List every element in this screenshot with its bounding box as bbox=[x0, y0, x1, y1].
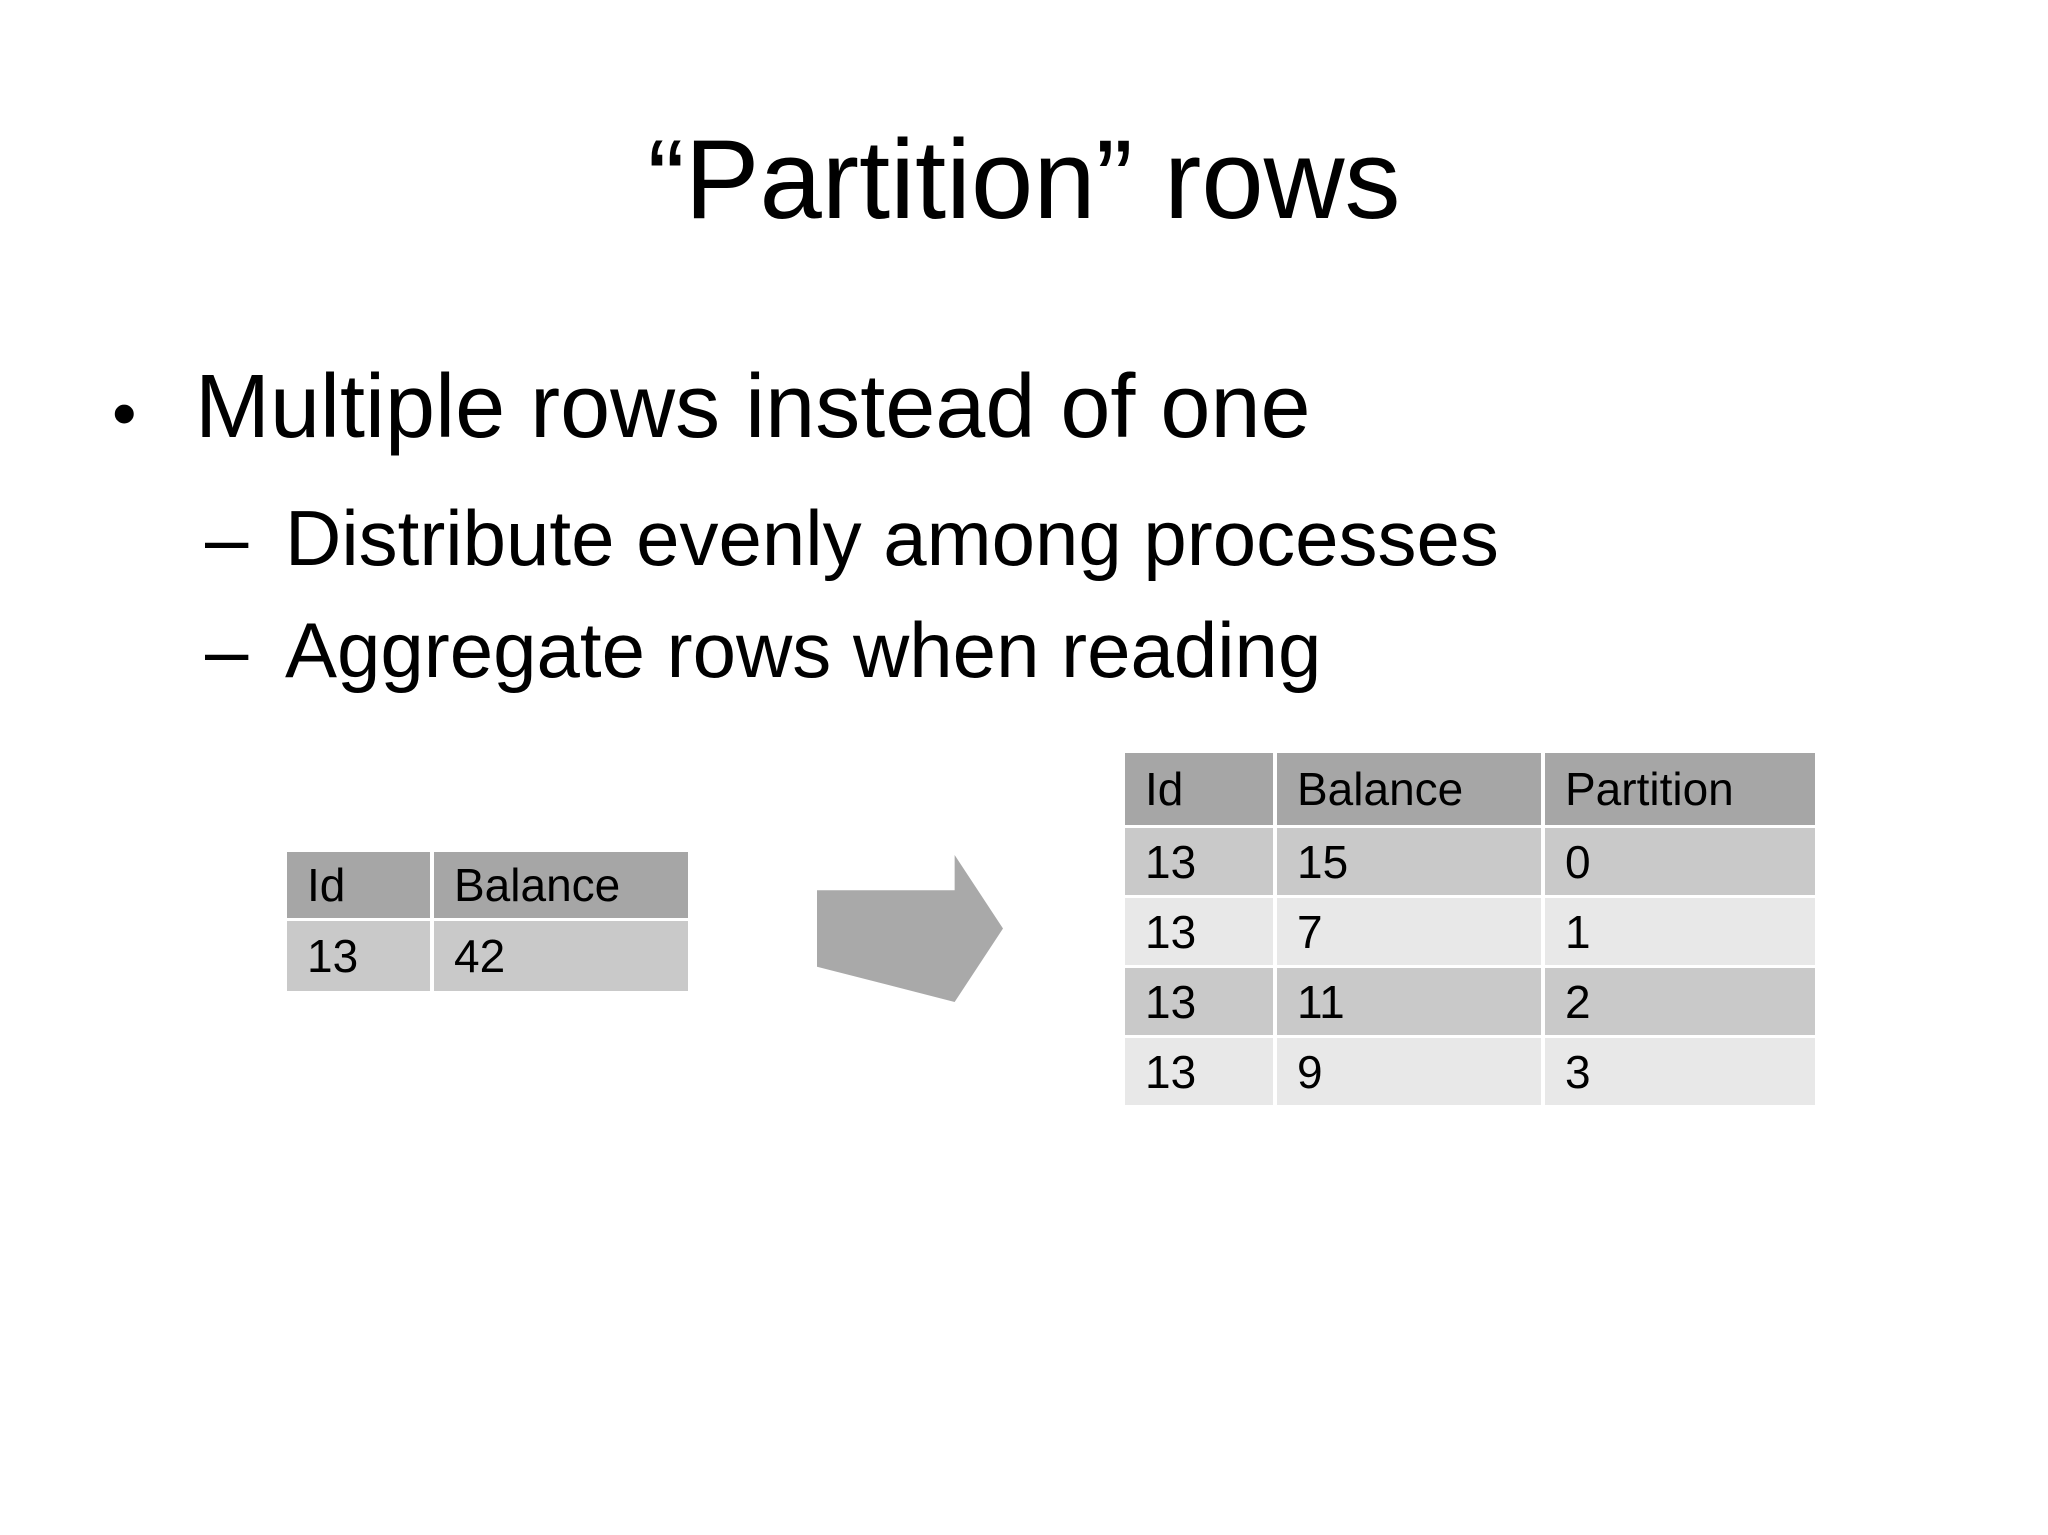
result-table-cell: 2 bbox=[1545, 968, 1815, 1035]
sub-bullet-item: – Distribute evenly among processes bbox=[205, 494, 1499, 582]
dash-bullet-icon: – bbox=[205, 494, 249, 582]
transform-arrow-icon bbox=[817, 855, 1003, 1002]
result-table-cell: 15 bbox=[1277, 828, 1541, 895]
source-table-cell: 42 bbox=[434, 921, 688, 991]
result-table-cell: 13 bbox=[1125, 1038, 1273, 1105]
source-table-header-cell: Id bbox=[287, 852, 430, 918]
sub-bullet-text: Aggregate rows when reading bbox=[285, 606, 1322, 694]
source-table-cell: 13 bbox=[287, 921, 430, 991]
result-table-cell: 7 bbox=[1277, 898, 1541, 965]
bullet-text: Multiple rows instead of one bbox=[195, 357, 1311, 457]
bullet-dot-icon: • bbox=[112, 374, 137, 452]
result-table-cell: 1 bbox=[1545, 898, 1815, 965]
sub-bullet-text: Distribute evenly among processes bbox=[285, 494, 1499, 582]
result-table-header-cell: Balance bbox=[1277, 753, 1541, 825]
result-table-cell: 9 bbox=[1277, 1038, 1541, 1105]
result-table-cell: 11 bbox=[1277, 968, 1541, 1035]
result-table-cell: 3 bbox=[1545, 1038, 1815, 1105]
result-table-header-cell: Partition bbox=[1545, 753, 1815, 825]
result-table-cell: 13 bbox=[1125, 828, 1273, 895]
slide-title: “Partition” rows bbox=[647, 117, 1401, 242]
dash-bullet-icon: – bbox=[205, 606, 249, 694]
result-table: Id Balance Partition 13 15 0 13 7 1 13 1… bbox=[1125, 753, 1815, 1105]
result-table-header-cell: Id bbox=[1125, 753, 1273, 825]
result-table-cell: 13 bbox=[1125, 898, 1273, 965]
bullet-item: • Multiple rows instead of one bbox=[112, 358, 1311, 457]
result-table-cell: 13 bbox=[1125, 968, 1273, 1035]
sub-bullet-item: – Aggregate rows when reading bbox=[205, 606, 1322, 694]
result-table-cell: 0 bbox=[1545, 828, 1815, 895]
source-table-header-cell: Balance bbox=[434, 852, 688, 918]
source-table: Id Balance 13 42 bbox=[287, 852, 688, 991]
